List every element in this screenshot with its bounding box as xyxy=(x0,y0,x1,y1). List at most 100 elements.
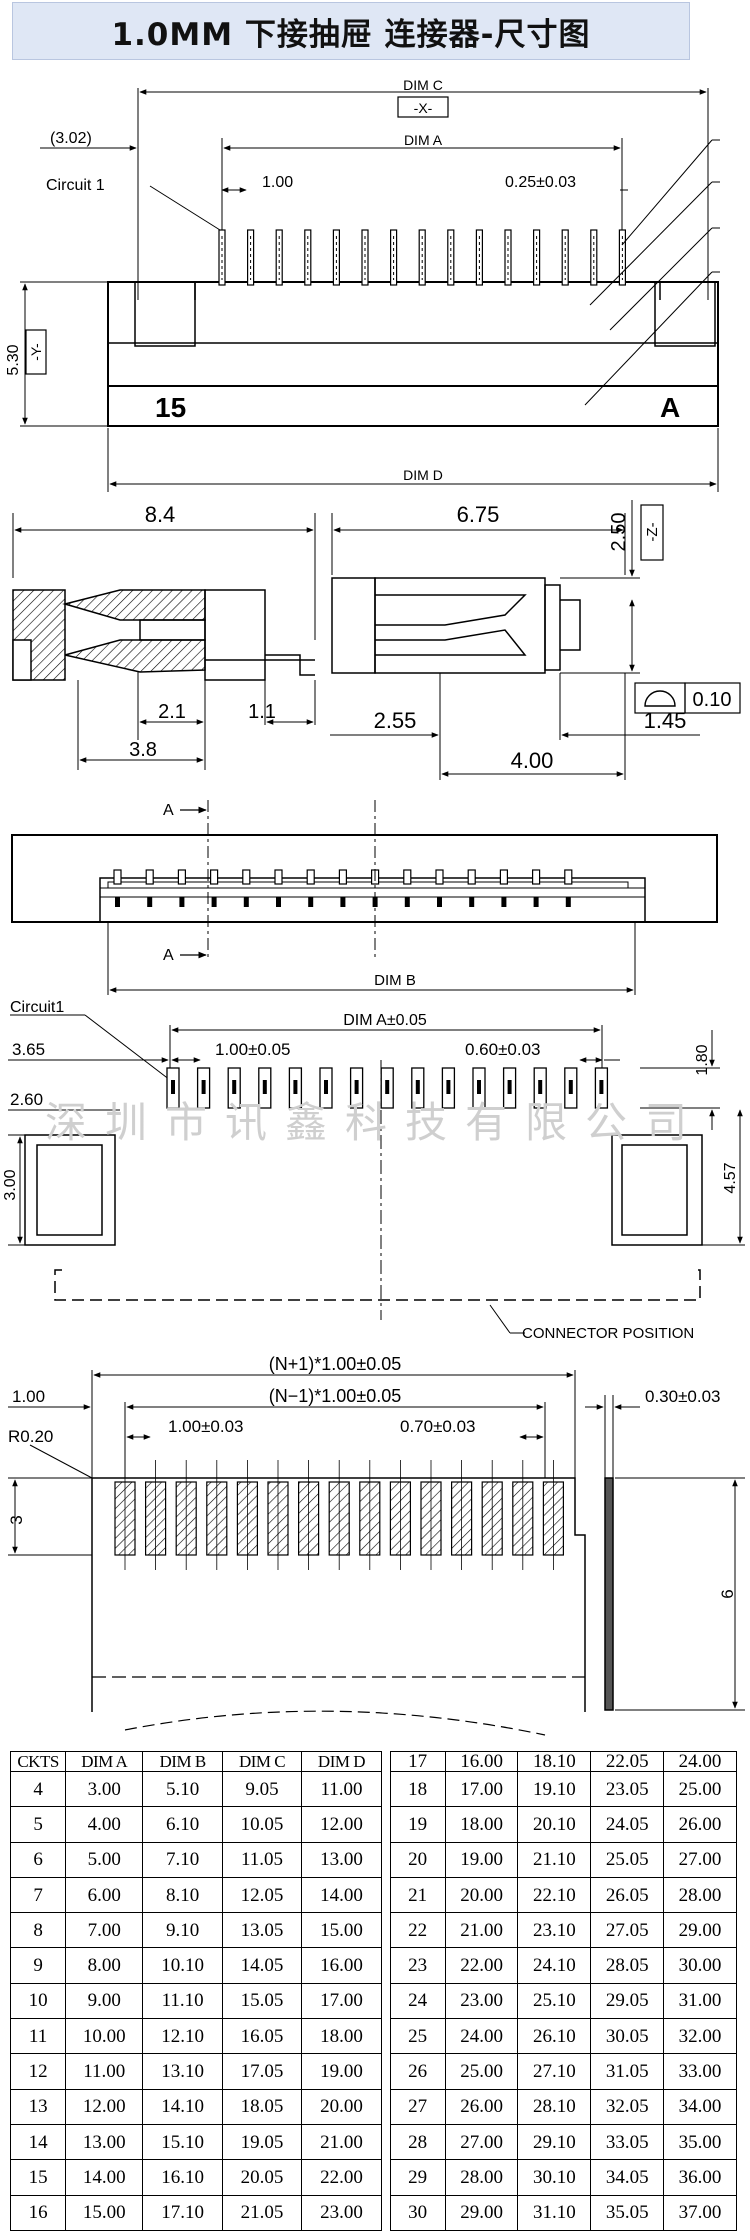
datum-y-box xyxy=(25,329,47,375)
table-gap xyxy=(380,1751,391,1772)
dim-c-label: DIM C xyxy=(403,77,443,93)
datum-x-label: -X- xyxy=(414,100,433,116)
table-cell: 22.00 xyxy=(444,1947,519,1984)
table-gap xyxy=(380,1983,391,2019)
technical-drawing: DIM C -X- DIM A (3.02) Circuit 1 1.00 0.… xyxy=(2,77,745,1736)
table-cell: 23.00 xyxy=(301,2194,382,2232)
table-cell: 4.00 xyxy=(65,1806,144,1843)
section-pin xyxy=(531,869,541,885)
table-gap xyxy=(380,2124,391,2160)
table-cell: 5.00 xyxy=(65,1841,144,1878)
table-cell: 12 xyxy=(9,2053,67,2090)
table-cell: 9.10 xyxy=(142,1912,223,1949)
profile-symbol-icon xyxy=(644,690,676,707)
pcb-layout xyxy=(8,1014,745,1334)
table-gap xyxy=(380,1842,391,1878)
table-cell: 20 xyxy=(389,1841,446,1878)
table-cell: 19.00 xyxy=(301,2053,382,2090)
table-cell: 20.05 xyxy=(221,2159,303,2196)
table-cell: 19.00 xyxy=(444,1841,519,1878)
table-cell: 36.00 xyxy=(663,2159,737,2196)
table-cell: 24.10 xyxy=(517,1947,592,1984)
section-pin-foot xyxy=(404,897,410,907)
table-cell: 10.05 xyxy=(221,1806,303,1843)
table-cell: 33.05 xyxy=(590,2123,665,2161)
table-cell: 28 xyxy=(389,2123,446,2161)
pcb-pad-marker xyxy=(446,1080,451,1094)
table-cell: 19.05 xyxy=(221,2123,303,2161)
table-cell: 12.10 xyxy=(142,2018,223,2055)
section-a-top-label: A xyxy=(163,802,174,819)
table-cell: 28.00 xyxy=(444,2159,519,2196)
table-cell: 8.00 xyxy=(65,1947,144,1984)
table-cell: 6 xyxy=(9,1841,67,1878)
section-pin-foot xyxy=(340,897,346,907)
table-cell: 18.10 xyxy=(517,1751,592,1772)
table-cell: 16.00 xyxy=(301,1947,382,1984)
table-cell: 25 xyxy=(389,2018,446,2055)
offset-label: (3.02) xyxy=(50,130,92,147)
page-title: 1.0MM 下接抽屉 连接器-尺寸图 xyxy=(111,16,591,53)
finger-width-label: 0.70±0.03 xyxy=(400,1417,476,1436)
table-cell: 25.00 xyxy=(444,2053,519,2090)
top-pin xyxy=(504,229,512,286)
table-cell: 19.10 xyxy=(517,1770,592,1808)
pcb-pad-marker xyxy=(293,1080,298,1094)
table-cell: 10.10 xyxy=(142,1947,223,1984)
table-cell: 8.10 xyxy=(142,1876,223,1914)
dim-d-label: DIM D xyxy=(403,467,443,483)
table-cell: 15.00 xyxy=(301,1912,382,1949)
table-header-row: CKTS DIM A DIM B DIM C DIM D 17 16.00 18… xyxy=(9,1751,737,1772)
table-cell: 15 xyxy=(9,2159,67,2196)
table-cell: 13.00 xyxy=(301,1841,382,1878)
top-pin xyxy=(304,229,312,286)
table-cell: 16 xyxy=(9,2194,67,2232)
section-pin xyxy=(113,869,122,885)
pcb-pad-marker xyxy=(599,1080,604,1094)
circuit-label: Circuit 1 xyxy=(46,177,105,194)
table-cell: 3.00 xyxy=(65,1770,144,1808)
end-view xyxy=(330,500,700,780)
pin-width-label: 0.25±0.03 xyxy=(505,174,576,191)
section-pin-foot xyxy=(565,897,571,907)
pcb-pad-marker xyxy=(415,1080,420,1094)
table-cell: 14 xyxy=(9,2123,67,2161)
table-cell: 6.00 xyxy=(65,1876,144,1914)
table-cell: 17.05 xyxy=(221,2053,303,2090)
table-cell: 12.00 xyxy=(65,2088,144,2125)
section-pin-foot xyxy=(147,897,153,907)
table-cell: 26.00 xyxy=(444,2088,519,2125)
top-view-pins xyxy=(218,229,627,286)
table-cell: 34.00 xyxy=(663,2088,737,2125)
d100-label: 1.00 xyxy=(12,1387,45,1406)
table-gap xyxy=(380,2053,391,2090)
table-cell: 13 xyxy=(9,2088,67,2125)
top-pin xyxy=(390,229,398,286)
n-plus-label: (N+1)*1.00±0.05 xyxy=(269,1354,401,1374)
d11-label: 1.1 xyxy=(248,701,276,723)
table-cell: 27 xyxy=(389,2088,446,2125)
datum-y-label: -Y- xyxy=(28,343,44,361)
table-cell: 29.10 xyxy=(517,2123,592,2161)
top-pin xyxy=(332,229,340,286)
table-cell: 15.05 xyxy=(221,1982,303,2020)
table-cell: 17 xyxy=(389,1751,446,1772)
table-gap xyxy=(380,1912,391,1948)
table-cell: 19 xyxy=(389,1806,446,1843)
section-pin-foot xyxy=(501,897,507,907)
table-cell: 14.00 xyxy=(301,1876,382,1914)
table-cell: 31.10 xyxy=(517,2194,592,2232)
section-pin xyxy=(274,869,283,885)
section-pin-foot xyxy=(308,897,314,907)
fpc-pitch-label: 1.00±0.03 xyxy=(168,1417,244,1436)
table-cell: 23 xyxy=(389,1947,446,1984)
